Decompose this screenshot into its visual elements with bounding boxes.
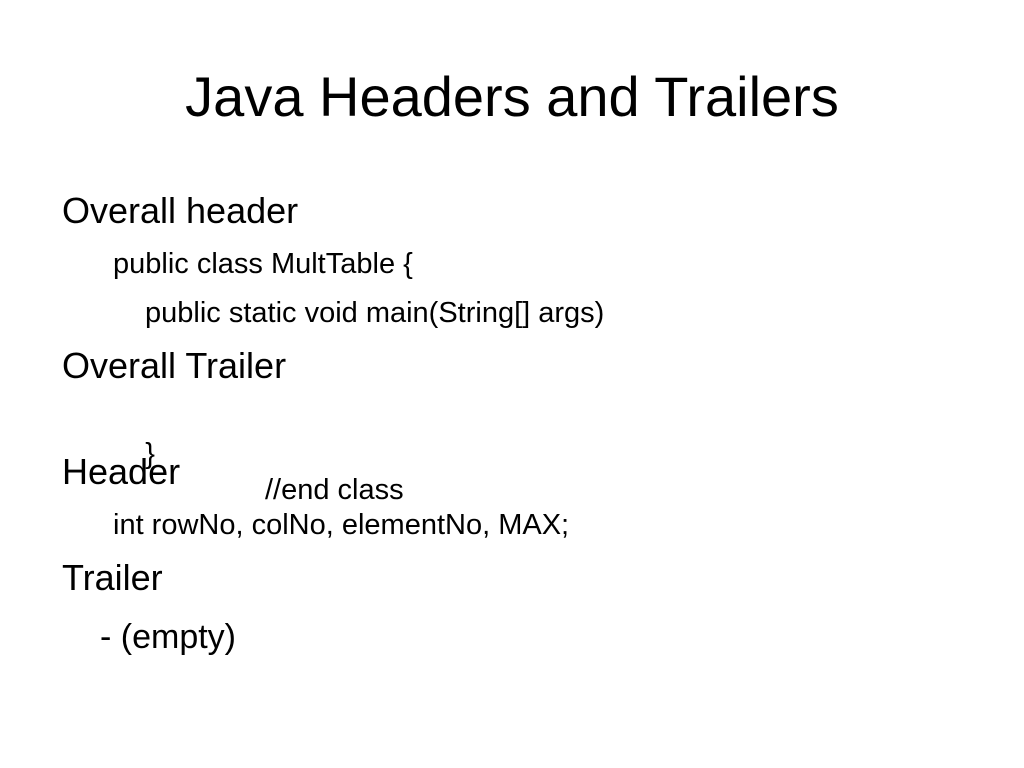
code-line-class-declaration: public class MultTable { (113, 248, 413, 280)
end-class-comment: //end class (265, 474, 404, 506)
bullet-overall-trailer: Overall Trailer (62, 345, 287, 386)
bullet-overall-header: Overall header (62, 190, 299, 231)
code-line-main-method: public static void main(String[] args) (145, 297, 605, 329)
code-line-end-class: } //end class (113, 400, 513, 544)
slide-title: Java Headers and Trailers (185, 65, 839, 128)
trailer-empty-note: - (empty) (100, 618, 236, 656)
bullet-trailer: Trailer (62, 557, 163, 598)
bullet-header: Header (62, 451, 181, 492)
code-line-int-declarations: int rowNo, colNo, elementNo, MAX; (113, 509, 570, 541)
closing-brace: } (145, 438, 155, 470)
